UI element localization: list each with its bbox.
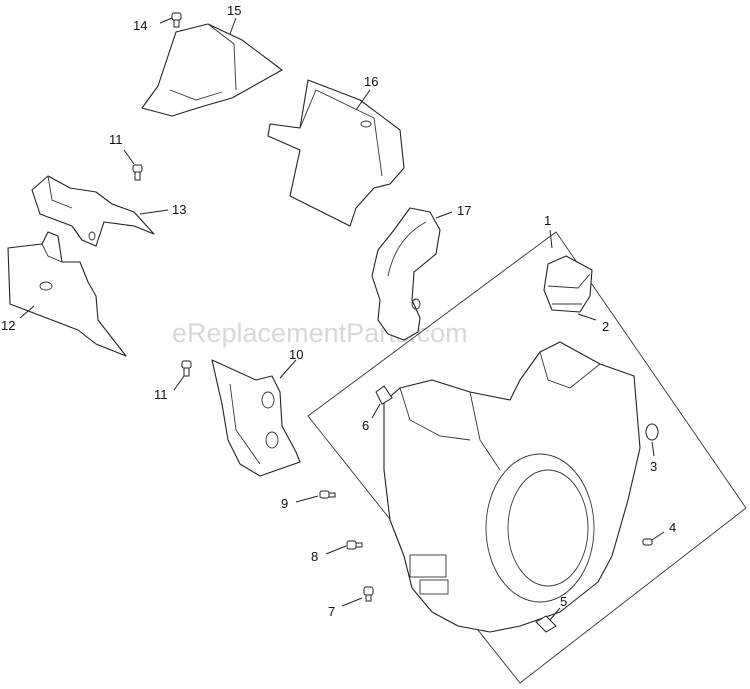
label-13: 13 — [172, 202, 186, 217]
part-8-screw[interactable] — [346, 540, 363, 550]
label-15: 15 — [227, 3, 241, 18]
callout-labels: 14 15 16 11 13 12 17 1 2 10 11 6 3 4 5 9… — [1, 3, 676, 619]
part-2-inlet[interactable] — [543, 255, 593, 313]
part-13-bracket[interactable] — [31, 175, 155, 247]
part-1-blower-housing[interactable] — [383, 341, 641, 633]
part-11-upper-screw[interactable] — [132, 164, 143, 181]
part-16-shroud[interactable] — [267, 79, 405, 227]
label-8: 8 — [311, 549, 318, 564]
label-2: 2 — [602, 319, 609, 334]
part-3-grommet[interactable] — [645, 423, 659, 441]
leader-lines — [19, 17, 665, 621]
part-5-nut[interactable] — [535, 615, 557, 633]
label-11-upper: 11 — [109, 132, 123, 147]
part-15-cover-plate[interactable] — [141, 23, 283, 117]
label-6: 6 — [362, 418, 369, 433]
label-12: 12 — [1, 318, 15, 333]
label-16: 16 — [364, 74, 378, 89]
part-4-screw[interactable] — [642, 538, 653, 546]
watermark: eReplacementParts.com — [172, 318, 468, 348]
label-11-lower: 11 — [154, 387, 168, 402]
part-10-lower-bracket[interactable] — [211, 359, 301, 477]
label-5: 5 — [560, 594, 567, 609]
part-9-screw[interactable] — [319, 490, 336, 499]
label-17: 17 — [457, 203, 471, 218]
label-10: 10 — [289, 347, 303, 362]
label-4: 4 — [669, 520, 676, 535]
part-6-clip[interactable] — [375, 385, 393, 405]
label-14: 14 — [133, 18, 147, 33]
label-9: 9 — [281, 496, 288, 511]
part-7-screw[interactable] — [363, 586, 374, 602]
part-14-screw[interactable] — [171, 12, 182, 28]
part-17-curved-bracket[interactable] — [371, 207, 441, 341]
part-11-lower-screw[interactable] — [181, 360, 192, 377]
part-12-side-panel[interactable] — [7, 231, 127, 357]
label-7: 7 — [328, 604, 335, 619]
label-3: 3 — [650, 459, 657, 474]
label-1: 1 — [544, 213, 551, 228]
